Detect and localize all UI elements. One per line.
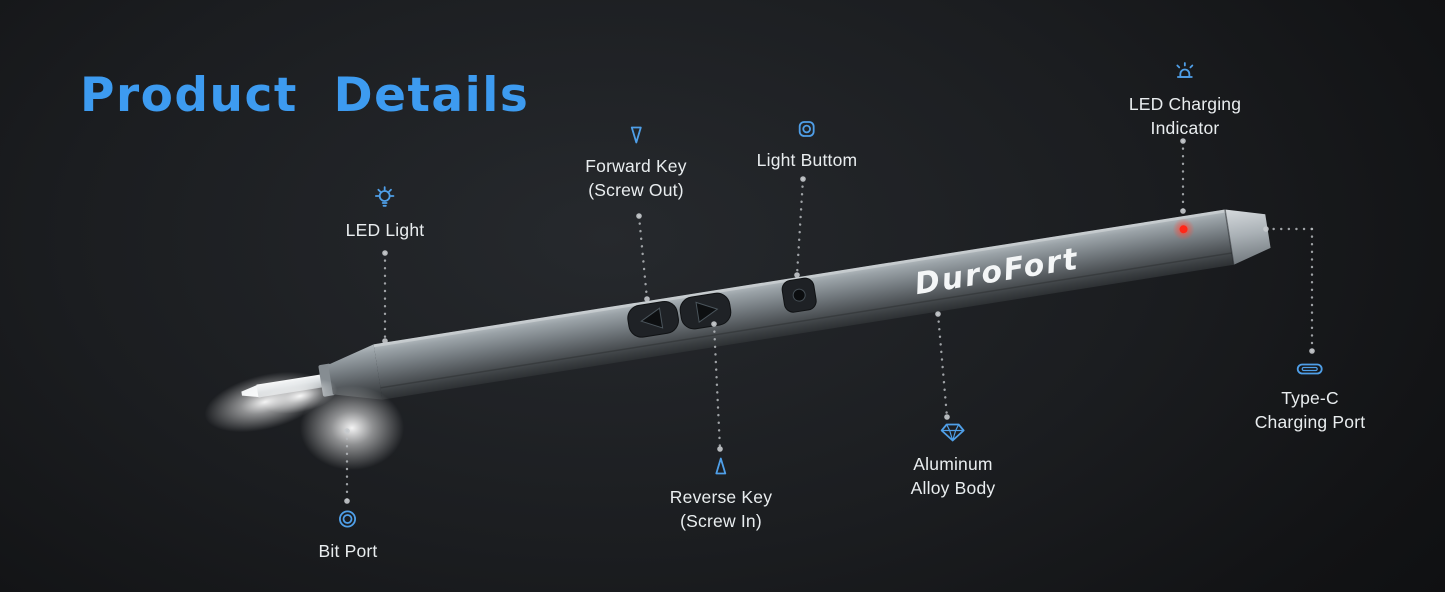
leader-light-button	[795, 177, 805, 277]
callout-label: (Screw In)	[680, 511, 762, 531]
diamond-icon	[941, 423, 965, 442]
callout-label: (Screw Out)	[588, 180, 684, 200]
front-light-glow	[300, 386, 404, 470]
page-title: Product Details	[80, 68, 530, 123]
ring-icon	[339, 510, 357, 528]
type-c-icon	[1297, 363, 1323, 375]
callout-label: Aluminum	[913, 454, 993, 474]
callout-aluminum-body: Aluminum Alloy Body	[911, 420, 996, 500]
callout-led-charging: LED Charging Indicator	[1129, 60, 1241, 140]
leader-forward-key	[637, 214, 649, 301]
callout-label: Type-C	[1281, 388, 1339, 408]
callout-label: Reverse Key	[669, 487, 773, 507]
callout-label: Charging Port	[1254, 412, 1366, 432]
led-indicator	[1179, 225, 1188, 234]
body-facet-line	[380, 252, 1233, 389]
callout-light-button: Light Buttom	[757, 118, 858, 172]
leader-aluminum	[936, 312, 949, 419]
light-button-icon	[799, 121, 815, 137]
leader-lines	[344, 138, 1315, 504]
callout-label: LED Charging	[1128, 94, 1242, 114]
bit-core-glow	[262, 378, 338, 414]
light-button-dot	[792, 288, 806, 302]
callout-forward-key: Forward Key (Screw Out)	[585, 124, 687, 202]
callout-led-light: LED Light	[346, 184, 425, 242]
screwdriver: DuroFort	[241, 209, 1271, 400]
end-cap-edge	[1224, 209, 1235, 265]
forward-key-arrow-icon	[640, 307, 664, 329]
nose-cone	[328, 344, 383, 400]
callout-label: LED Light	[345, 220, 425, 240]
bulb-icon	[375, 186, 395, 207]
end-cap	[1225, 209, 1271, 265]
triangle-down-icon	[630, 126, 642, 144]
callout-label: Light Buttom	[756, 150, 858, 170]
reverse-key-arrow-icon	[695, 301, 719, 324]
callout-bit-port: Bit Port	[319, 507, 378, 563]
callout-type-c: Type-C Charging Port	[1255, 360, 1366, 434]
callout-label: Bit Port	[318, 541, 378, 561]
callout-label: Indicator	[1150, 118, 1220, 138]
callout-label: Forward Key	[585, 156, 687, 176]
callout-reverse-key: Reverse Key (Screw In)	[670, 455, 772, 533]
charging-beacon-icon	[1176, 62, 1194, 78]
callout-label: Alloy Body	[910, 478, 996, 498]
triangle-up-icon	[715, 457, 727, 475]
